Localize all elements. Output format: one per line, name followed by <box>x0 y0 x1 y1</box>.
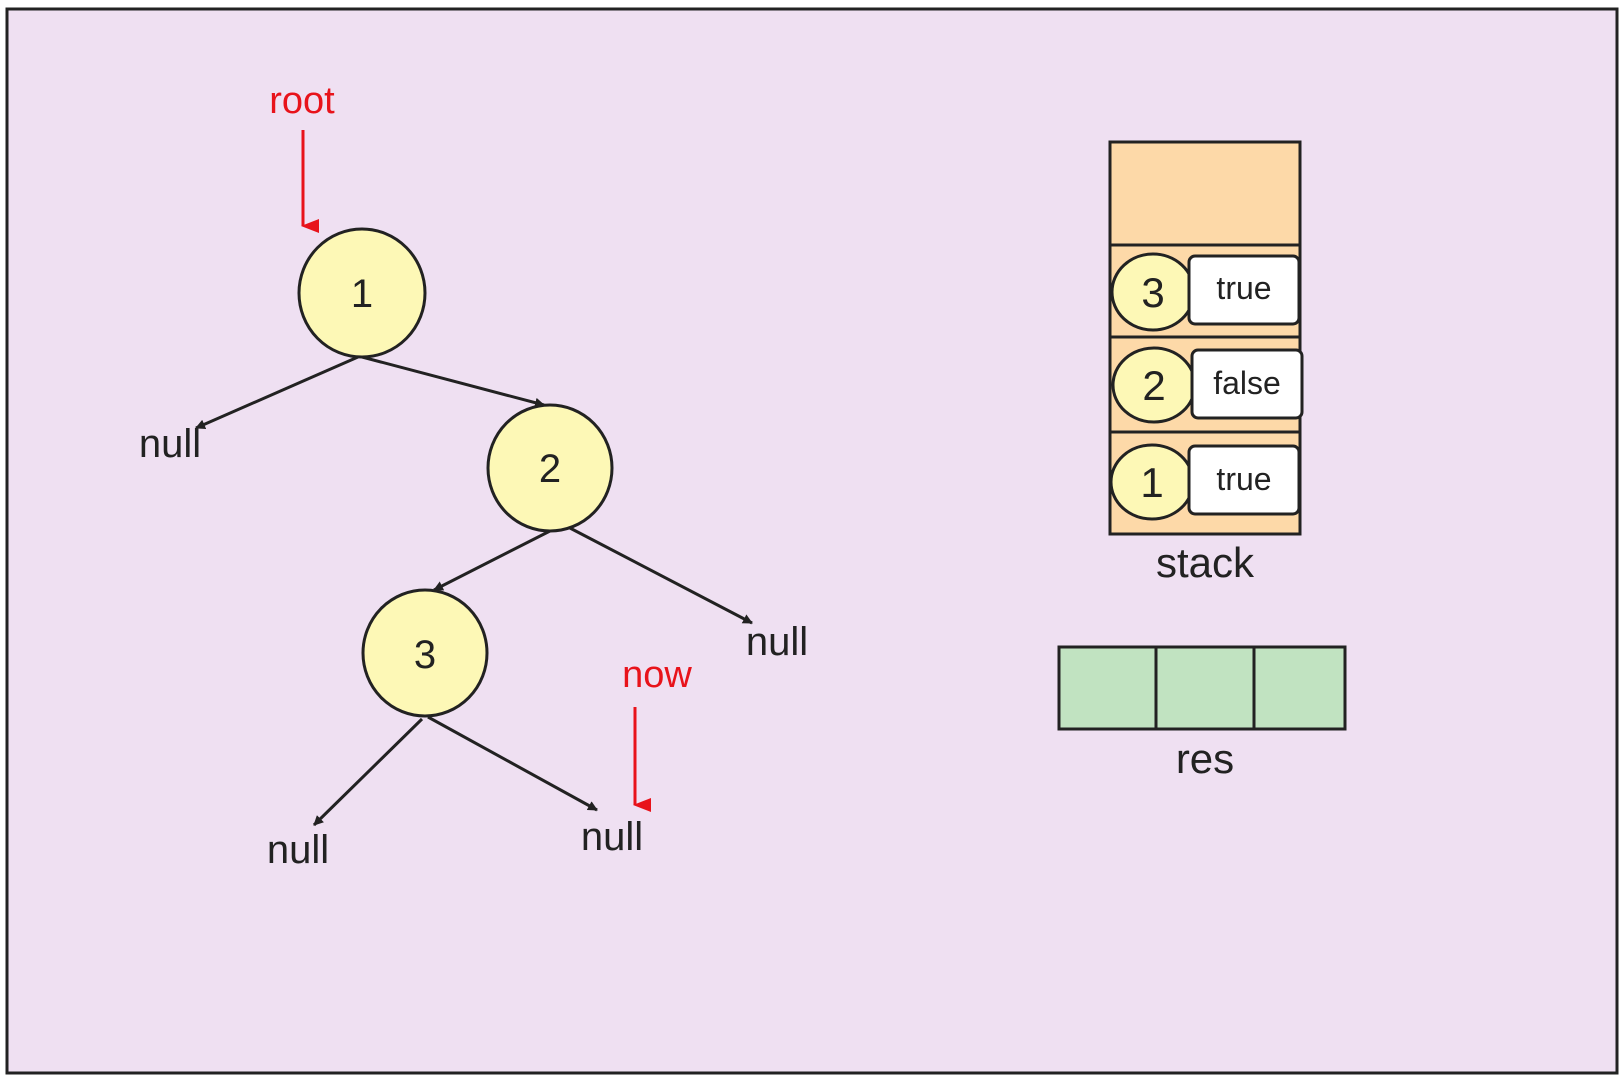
stack-frame-flag: true <box>1216 461 1271 497</box>
res-array: res <box>1057 645 1347 782</box>
node-circle <box>361 588 489 718</box>
edge-3-to-null-right <box>427 715 598 812</box>
node-label: 2 <box>539 447 561 491</box>
tree-node-3: 3 <box>361 588 489 718</box>
stack-frame-node-label: 3 <box>1141 269 1164 316</box>
stack-frame-flag-box <box>1187 254 1301 326</box>
null-label-left-of-3: null <box>267 828 329 872</box>
stack-label: stack <box>1156 539 1255 586</box>
stack-frame-node-label: 2 <box>1142 362 1165 409</box>
edge-1-to-null <box>195 355 359 430</box>
edge-2-to-3 <box>433 529 551 592</box>
res-cell <box>1252 645 1347 731</box>
stack-frame-flag: true <box>1216 270 1271 306</box>
stack-frame: 1 true <box>1109 443 1301 521</box>
stack: 3 true 2 false 1 true stack <box>1108 140 1304 586</box>
now-pointer-label: now <box>622 654 692 696</box>
node-circle <box>486 403 614 533</box>
stack-frame-node-label: 1 <box>1140 459 1163 506</box>
node-label: 1 <box>351 272 373 316</box>
edge-2-to-null <box>567 525 753 625</box>
diagram-background <box>5 7 1619 1075</box>
root-pointer: root <box>269 80 335 233</box>
res-label: res <box>1176 735 1234 782</box>
tree-node-1: 1 <box>297 227 427 359</box>
null-label-left-of-1: null <box>139 422 201 466</box>
node-circle <box>297 227 427 359</box>
res-cell <box>1057 645 1158 731</box>
root-pointer-label: root <box>269 80 335 122</box>
node-label: 3 <box>414 633 436 677</box>
edge-1-to-2 <box>361 355 545 408</box>
null-label-right-of-2: null <box>746 620 808 664</box>
stack-frame: 2 false <box>1111 346 1304 424</box>
stack-frame-flag-box <box>1190 348 1304 420</box>
res-cell <box>1154 645 1256 731</box>
tree-edges <box>195 355 753 827</box>
stack-frame-flag: false <box>1213 365 1281 401</box>
now-pointer: now <box>622 654 692 812</box>
stack-frame-flag-box <box>1187 444 1301 516</box>
edge-3-to-null-left <box>312 717 424 827</box>
tree-node-2: 2 <box>486 403 614 533</box>
null-label-right-of-3: null <box>581 815 643 859</box>
stack-frame: 3 true <box>1110 252 1301 332</box>
